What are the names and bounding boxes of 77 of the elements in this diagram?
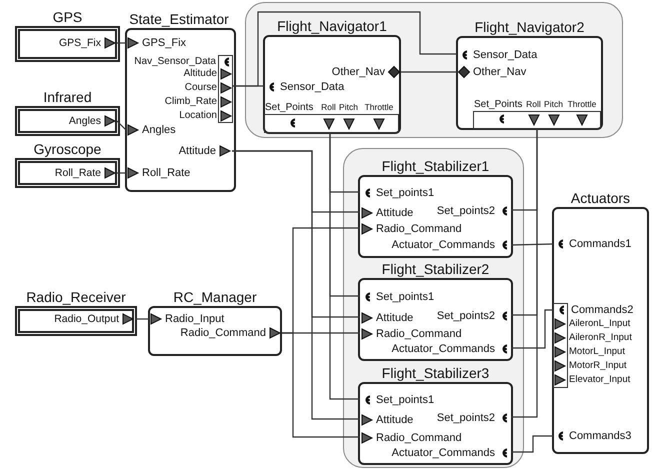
connector-line xyxy=(511,129,538,418)
port-label: Radio_Input xyxy=(165,312,226,326)
connector-line xyxy=(282,332,360,438)
connector-line xyxy=(232,150,360,420)
component-title: Flight_Navigator2 xyxy=(474,19,586,35)
port-label: Sensor_Data xyxy=(473,48,538,62)
connector-line xyxy=(233,11,457,87)
connector-line xyxy=(117,42,126,44)
port-label: Set_points2 xyxy=(436,204,495,218)
port-label: Roll xyxy=(525,98,542,110)
port-label: Set_points2 xyxy=(436,309,495,323)
port-label: Actuator_Commands xyxy=(390,446,495,460)
component-title: RC_Manager xyxy=(172,289,258,305)
connector-line xyxy=(401,71,457,73)
port-label: Attitude xyxy=(376,311,414,325)
port-label: Climb_Rate xyxy=(164,95,217,109)
connector-line xyxy=(511,309,553,349)
component-title: Flight_Stabilizer3 xyxy=(380,365,490,381)
component-title: Flight_Stabilizer2 xyxy=(380,261,490,277)
port-label: GPS_Fix xyxy=(58,36,101,50)
port-label: Attitude xyxy=(178,144,216,158)
port-label: Radio_Output xyxy=(53,312,119,326)
port-label: Other_Nav xyxy=(473,65,528,79)
port-label: Pitch xyxy=(338,101,359,113)
port-label: Throttle xyxy=(566,98,598,110)
component-title: Infrared xyxy=(42,89,93,105)
port-label: AileronL_Input xyxy=(569,317,632,331)
connector-line xyxy=(329,133,360,400)
port-label: Set_points2 xyxy=(436,411,495,425)
component-title: Flight_Stabilizer1 xyxy=(380,158,490,174)
connector-line xyxy=(510,243,554,246)
port-label: MotorR_Input xyxy=(569,359,628,373)
component-title: Radio_Receiver xyxy=(25,289,127,305)
port-label: Attitude xyxy=(376,413,414,427)
port-label: Pitch xyxy=(543,98,564,110)
port-label: Radio_Command xyxy=(376,327,460,341)
port-label: Actuator_Commands xyxy=(390,342,495,356)
connector-line xyxy=(116,120,126,130)
port-label: Angles xyxy=(142,123,177,137)
port-label: AileronR_Input xyxy=(569,331,633,345)
port-label: Set_Points xyxy=(265,101,314,114)
port-label: Commands1 xyxy=(569,237,632,251)
port-label: Set_Points xyxy=(474,98,524,111)
port-label: GPS_Fix xyxy=(142,36,188,50)
port-label: Actuator_Commands xyxy=(390,238,495,252)
port-label: Radio_Command xyxy=(179,326,266,340)
connector-line xyxy=(511,435,553,453)
group-panel xyxy=(343,148,524,468)
port-label: Set_points1 xyxy=(376,393,435,407)
port-label: Radio_Command xyxy=(376,431,460,445)
component-title: Actuators xyxy=(570,190,632,206)
connector-line xyxy=(117,172,126,174)
port-label: Angles xyxy=(68,114,101,128)
port-label: Altitude xyxy=(182,67,217,81)
port-label: Roll_Rate xyxy=(142,166,192,180)
port-label: Other_Nav xyxy=(330,65,385,79)
component-title: GPS xyxy=(52,9,84,25)
port-label: Nav_Sensor_Data xyxy=(133,55,216,68)
port-label: Set_points1 xyxy=(376,290,435,304)
port-label: Radio_Command xyxy=(376,222,460,236)
port-label: Sensor_Data xyxy=(280,80,346,94)
component-title: State_Estimator xyxy=(128,11,230,27)
port-label: Elevator_Input xyxy=(569,373,632,387)
port-label: Course xyxy=(184,81,217,95)
port-label: Location xyxy=(178,109,217,123)
port-label: Roll xyxy=(320,101,337,113)
component-title: Gyroscope xyxy=(32,141,102,157)
port-label: Attitude xyxy=(376,206,414,220)
port-label: Roll_Rate xyxy=(54,166,101,180)
port-label: Throttle xyxy=(364,101,394,113)
port-label: MotorL_Input xyxy=(569,345,626,359)
component-title: Flight_Navigator1 xyxy=(276,18,388,34)
connector-line xyxy=(135,318,149,320)
port-label: Commands2 xyxy=(571,303,634,317)
port-label: Set_points1 xyxy=(376,186,435,200)
port-label: Commands3 xyxy=(569,429,632,443)
group-panel xyxy=(245,2,623,138)
